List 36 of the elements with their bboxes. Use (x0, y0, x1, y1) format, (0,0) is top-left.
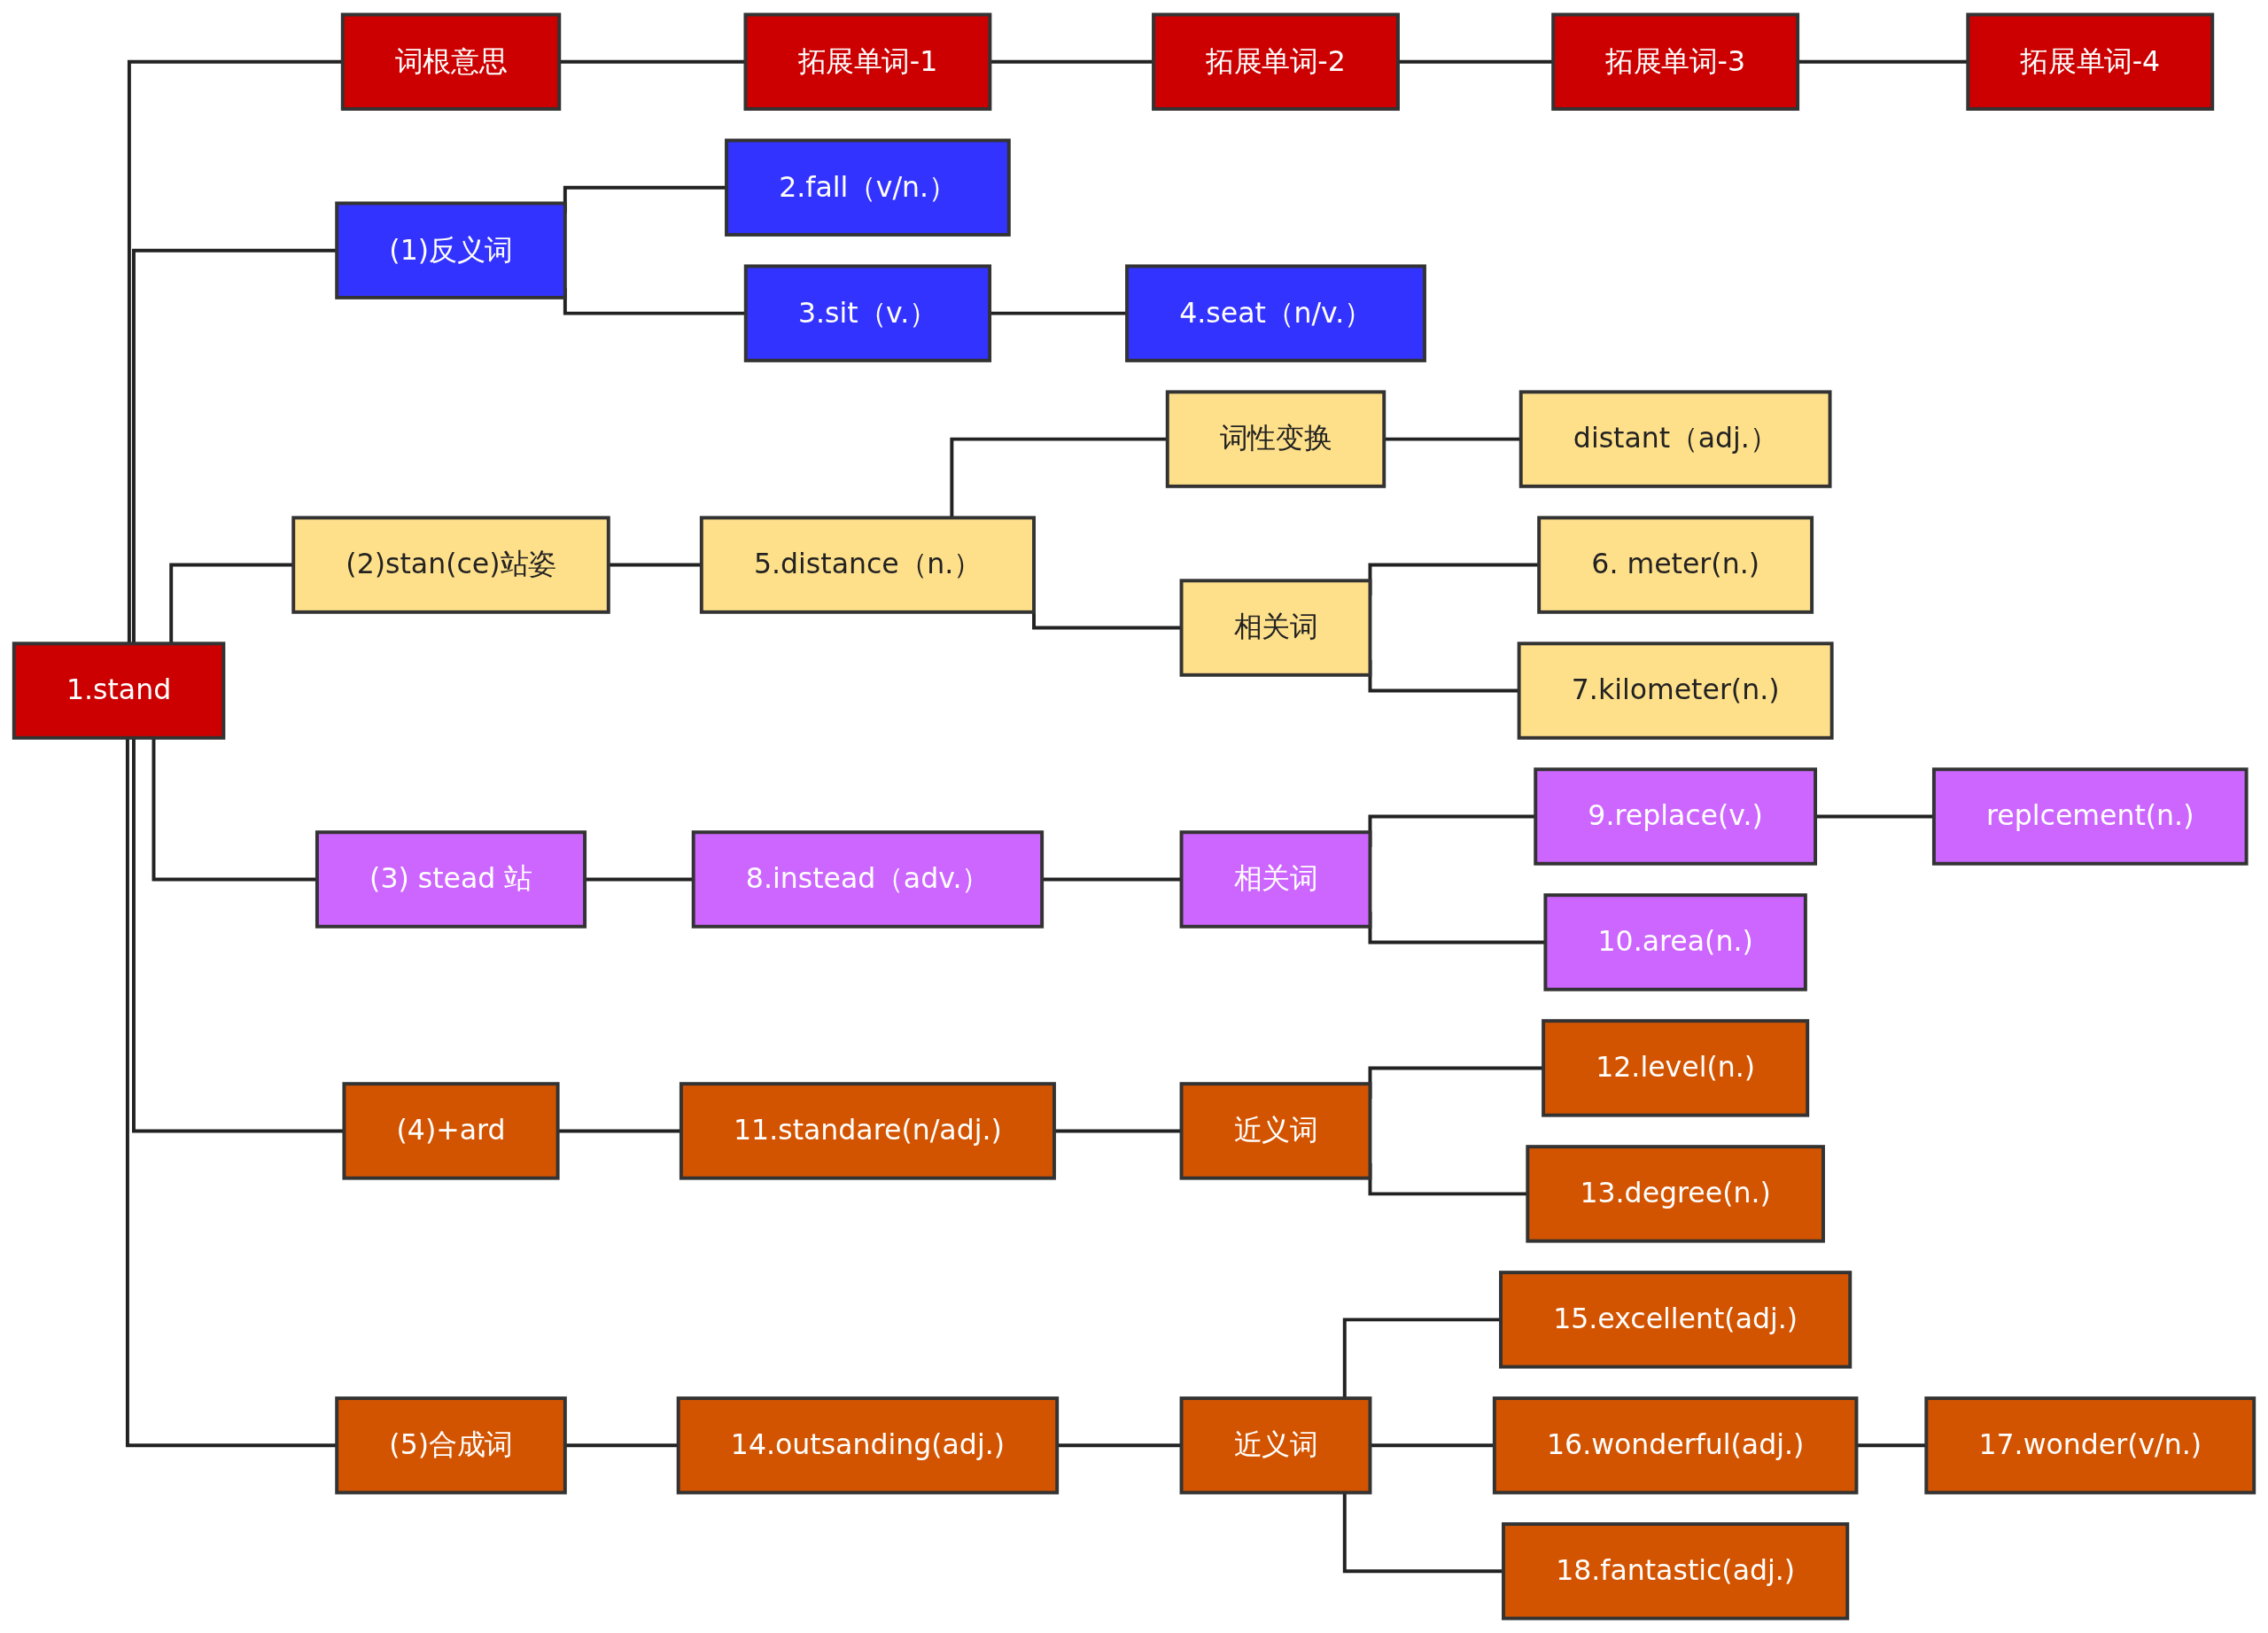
node-box: 16.wonderful(adj.) (1492, 1396, 1859, 1495)
node-box: 相关词 (1179, 830, 1372, 929)
connector (1342, 1318, 1501, 1399)
node-box: 词根意思 (340, 12, 562, 111)
node-box: 近义词 (1179, 1396, 1372, 1495)
node-box: 4.seat（n/v.） (1125, 264, 1426, 362)
node-box: 3.sit（v.） (743, 264, 992, 362)
node-box: 近义词 (1179, 1082, 1372, 1180)
node-box: 18.fantastic(adj.) (1502, 1522, 1850, 1621)
node-box: 15.excellent(adj.) (1499, 1271, 1852, 1369)
node-box: 14.outsanding(adj.) (676, 1396, 1060, 1495)
node-box: 拓展单词-4 (1966, 12, 2215, 111)
node-box: 11.standare(n/adj.) (679, 1082, 1056, 1180)
node-box: (4)+ard (342, 1082, 560, 1180)
node-box: distant（adj.） (1518, 390, 1832, 488)
node-box: 1.stand (12, 642, 226, 740)
node-box: 6. meter(n.) (1537, 516, 1814, 614)
node-box: (5)合成词 (335, 1396, 567, 1495)
node-box: 相关词 (1179, 579, 1372, 677)
node-box: 2.fall（v/n.） (725, 138, 1011, 237)
node-box: 17.wonder(v/n.) (1924, 1396, 2256, 1495)
node-box: 13.degree(n.) (1526, 1145, 1825, 1243)
node-box: 拓展单词-2 (1152, 12, 1400, 111)
node-box: 拓展单词-1 (743, 12, 992, 111)
node-box: 拓展单词-3 (1551, 12, 1800, 111)
node-box: 7.kilometer(n.) (1517, 642, 1834, 740)
node-box: 5.distance（n.） (699, 516, 1036, 614)
node-box: 8.instead（adv.） (691, 830, 1045, 929)
node-box: replcement(n.) (1931, 767, 2249, 866)
node-box: (2)stan(ce)站姿 (291, 516, 610, 614)
node-box: 9.replace(v.) (1534, 767, 1818, 866)
node-box: (3) stead 站 (315, 830, 587, 929)
node-box: 10.area(n.) (1543, 893, 1807, 991)
node-box: 词性变换 (1165, 390, 1386, 488)
node-box: (1)反义词 (335, 201, 567, 299)
node-box: 12.level(n.) (1542, 1019, 1810, 1117)
